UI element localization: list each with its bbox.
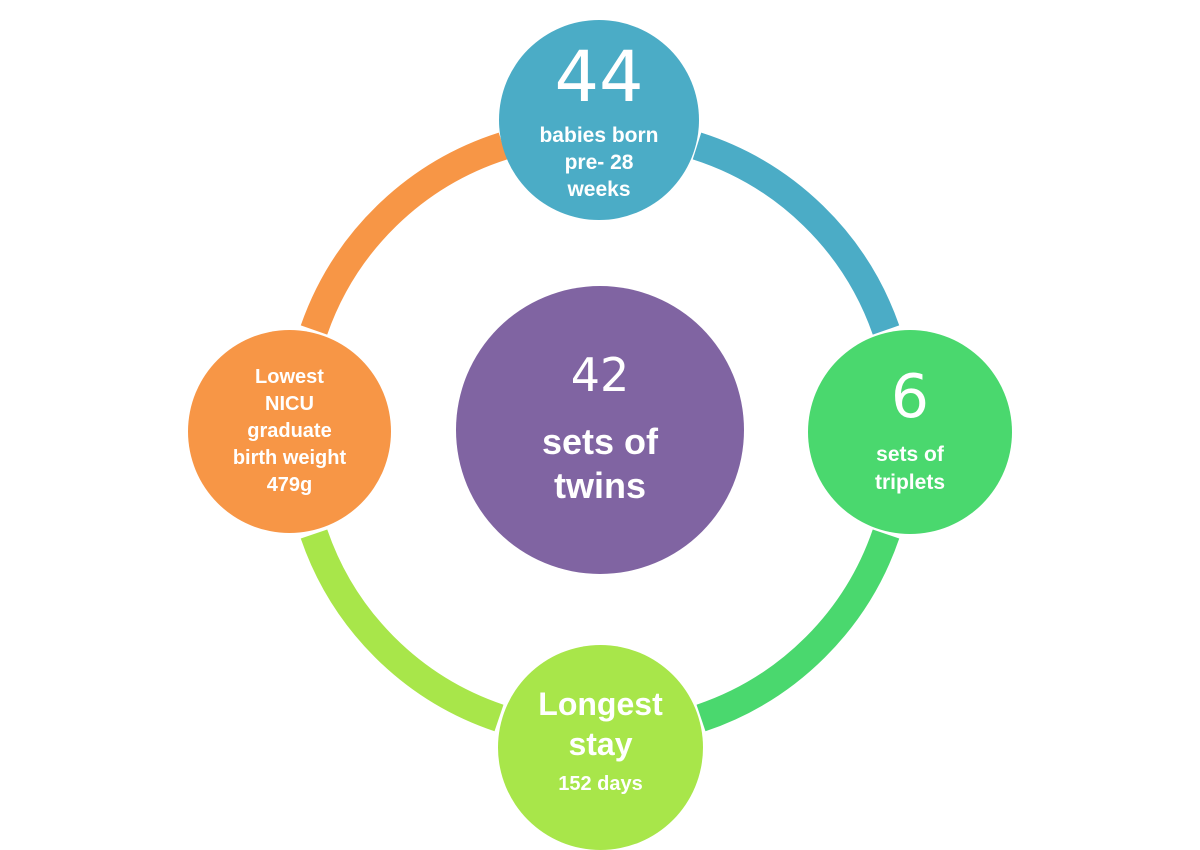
stat-number: 6 (890, 362, 930, 432)
stat-node-lowest-birth-weight: Lowest NICU graduate birth weight 479g (188, 330, 391, 533)
stat-label: sets of twins (541, 421, 659, 506)
arc-bottom-right (696, 529, 900, 732)
stat-node-babies-pre-28-weeks: 44 babies born pre- 28 weeks (499, 20, 699, 220)
arc-top-right (692, 132, 900, 335)
stat-value: 152 days (558, 772, 643, 795)
arc-top-left (300, 132, 508, 335)
stat-label: sets of triplets (874, 443, 945, 494)
stat-number: 44 (554, 35, 644, 118)
stat-label: babies born pre- 28 weeks (539, 123, 659, 201)
stat-node-twins: 42 sets of twins (456, 286, 744, 574)
stat-title: Longest stay (538, 685, 663, 762)
stat-node-longest-stay: Longest stay 152 days (498, 645, 703, 850)
stat-label: Lowest NICU graduate birth weight 479g (232, 366, 347, 496)
stat-number: 42 (570, 348, 630, 402)
arc-bottom-left (300, 529, 504, 732)
stat-node-triplets: 6 sets of triplets (808, 330, 1012, 534)
